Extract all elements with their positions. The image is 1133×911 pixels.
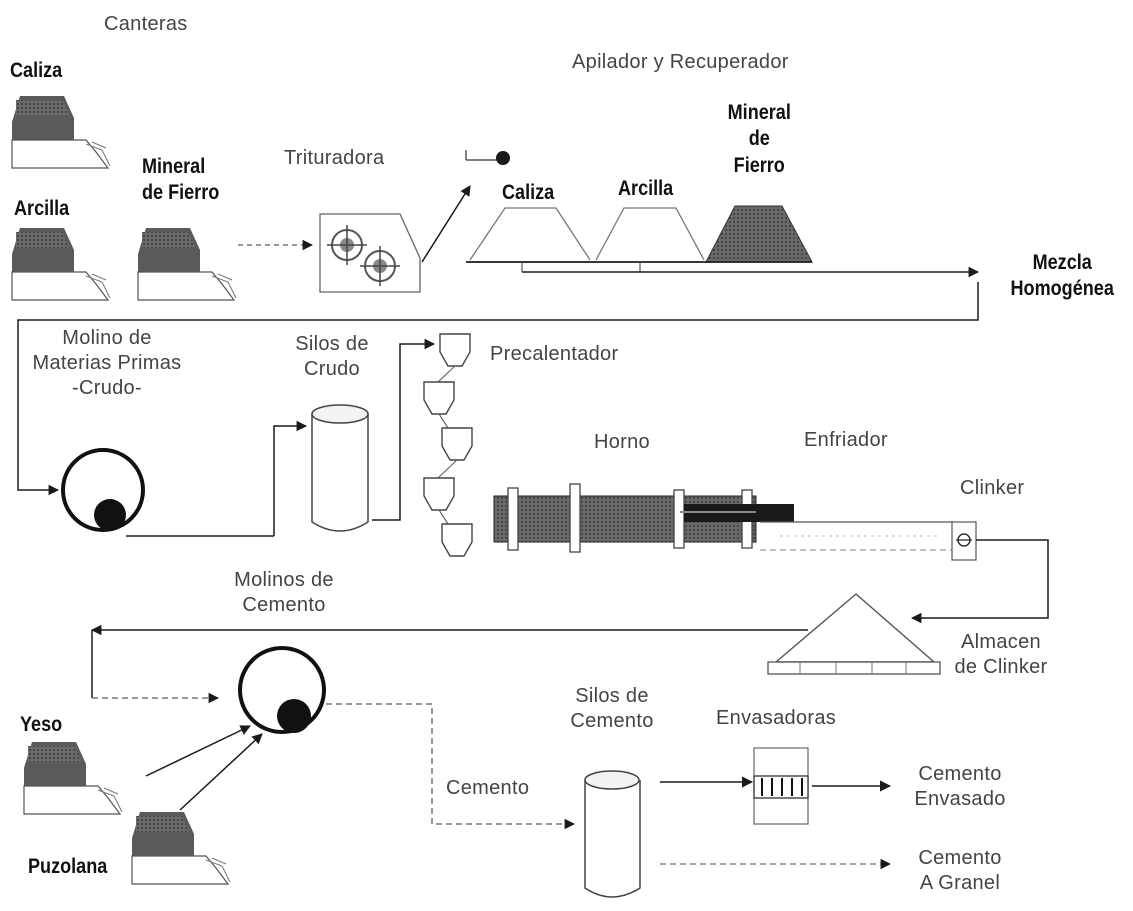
flow-riser-to-silo xyxy=(273,420,308,536)
truck-arcilla xyxy=(11,227,111,301)
cyclone-icon xyxy=(423,333,473,557)
truck-yeso xyxy=(23,741,123,815)
silo-cemento-icon xyxy=(584,770,641,898)
label-envasadoras: Envasadoras xyxy=(716,707,837,729)
label-mezcla: Mezcla Homogénea xyxy=(1010,251,1114,301)
label-canteras: Canteras xyxy=(104,13,188,35)
packing-machine-icon xyxy=(753,747,809,825)
stockpile-mineral xyxy=(705,205,813,263)
truck-mineral-fierro xyxy=(137,227,237,301)
truck-puzolana xyxy=(131,811,231,885)
label-cemento-envasado: Cemento Envasado xyxy=(914,763,1006,810)
flow-yeso-to-mill xyxy=(145,725,251,777)
label-pile-arcilla: Arcilla xyxy=(618,177,674,200)
label-cemento: Cemento xyxy=(446,777,530,799)
flow-silo-to-precalentador xyxy=(372,338,436,521)
flow-clinker-to-almacen xyxy=(910,539,1049,624)
truck-caliza xyxy=(11,95,111,169)
label-precalentador: Precalentador xyxy=(490,343,619,365)
mill-icon xyxy=(61,448,145,532)
label-puzolana: Puzolana xyxy=(28,855,108,878)
stockpile-caliza xyxy=(469,207,591,261)
label-apilador: Apilador y Recuperador xyxy=(572,51,789,73)
flow-puzolana-to-mill xyxy=(179,733,263,811)
label-yeso: Yeso xyxy=(20,713,63,736)
label-almacen: Almacen de Clinker xyxy=(954,631,1048,678)
label-caliza-quarry: Caliza xyxy=(10,59,63,82)
flow-mill-to-silo xyxy=(326,703,576,830)
cooler-icon xyxy=(760,521,977,561)
label-arcilla-quarry: Arcilla xyxy=(14,197,70,220)
label-molinos-cemento: Molinos de Cemento xyxy=(234,569,334,616)
rotary-kiln-icon xyxy=(493,483,794,553)
cement-mill-icon xyxy=(238,646,326,734)
label-molino-materias: Molino de Materias Primas -Crudo- xyxy=(32,327,182,399)
label-silos-crudo: Silos de Crudo xyxy=(295,333,369,380)
label-trituradora: Trituradora xyxy=(284,147,385,169)
flow-crusher-to-stacker xyxy=(421,185,471,263)
label-mineral-fierro: Mineral de Fierro xyxy=(142,155,220,205)
label-silos-cemento: Silos de Cemento xyxy=(570,685,654,732)
flow-mezcla-to-molino xyxy=(17,282,979,496)
crusher-icon xyxy=(319,213,421,293)
label-pile-caliza: Caliza xyxy=(502,181,555,204)
storage-pile-icon xyxy=(767,593,941,675)
label-horno: Horno xyxy=(594,431,650,453)
label-cemento-granel: Cemento A Granel xyxy=(918,847,1002,894)
stacker-icon xyxy=(465,150,510,165)
label-pile-mineral: Mineral de Fierro xyxy=(727,101,791,177)
silo-crudo-icon xyxy=(311,404,369,532)
label-enfriador: Enfriador xyxy=(804,429,888,451)
stockpile-arcilla xyxy=(595,207,705,261)
label-clinker: Clinker xyxy=(960,477,1025,499)
